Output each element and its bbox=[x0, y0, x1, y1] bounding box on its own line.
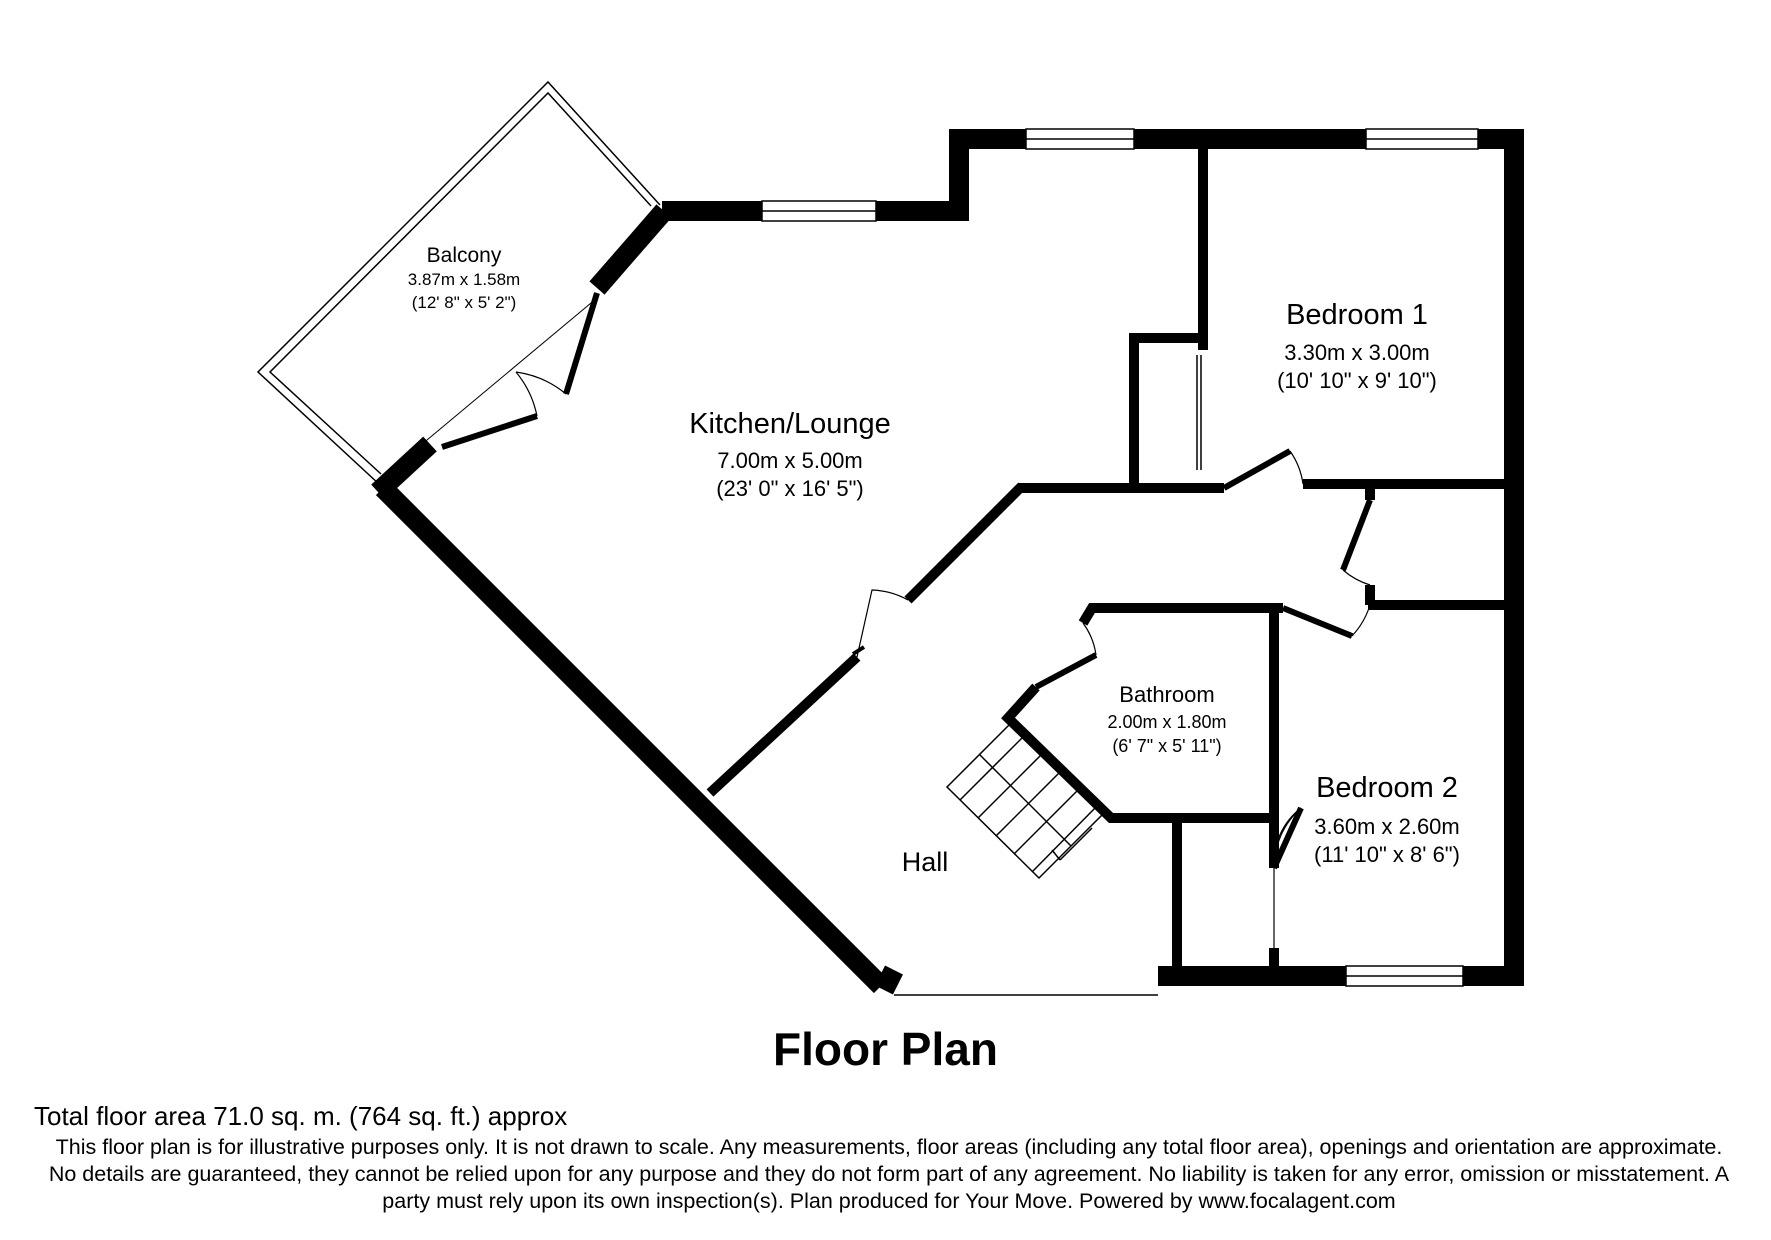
balcony-name: Balcony bbox=[427, 244, 502, 267]
staircase bbox=[945, 720, 1106, 880]
bathroom-name: Bathroom bbox=[1119, 682, 1214, 707]
kitchen-lounge-metric: 7.00m x 5.00m bbox=[717, 448, 863, 473]
bathroom-label: Bathroom 2.00m x 1.80m (6' 7" x 5' 11") bbox=[1107, 682, 1226, 756]
balcony-metric: 3.87m x 1.58m bbox=[408, 270, 520, 289]
kitchen-lounge-name: Kitchen/Lounge bbox=[689, 408, 891, 440]
kitchen-lounge-label: Kitchen/Lounge 7.00m x 5.00m (23' 0" x 1… bbox=[689, 408, 891, 501]
bathroom-metric: 2.00m x 1.80m bbox=[1107, 712, 1226, 732]
hall-name: Hall bbox=[902, 847, 949, 877]
bedroom1-metric: 3.30m x 3.00m bbox=[1284, 340, 1430, 365]
bedroom1-label: Bedroom 1 3.30m x 3.00m (10' 10" x 9' 10… bbox=[1277, 299, 1437, 393]
balcony-label: Balcony 3.87m x 1.58m (12' 8" x 5' 2") bbox=[408, 244, 520, 312]
balcony-imperial: (12' 8" x 5' 2") bbox=[412, 293, 517, 312]
bedroom2-imperial: (11' 10" x 8' 6") bbox=[1314, 842, 1460, 867]
bedroom2-label: Bedroom 2 3.60m x 2.60m (11' 10" x 8' 6"… bbox=[1314, 772, 1460, 867]
doors bbox=[441, 292, 1373, 948]
kitchen-lounge-imperial: (23' 0" x 16' 5") bbox=[716, 476, 864, 501]
plan-title: Floor Plan bbox=[773, 1023, 998, 1075]
balcony-threshold-line bbox=[420, 297, 598, 446]
sliding-door bbox=[1196, 355, 1202, 470]
windows bbox=[761, 128, 1479, 987]
bedroom1-name: Bedroom 1 bbox=[1286, 299, 1428, 331]
disclaimer-text: This floor plan is for illustrative purp… bbox=[48, 1135, 1730, 1213]
total-floor-area: Total floor area 71.0 sq. m. (764 sq. ft… bbox=[34, 1101, 568, 1131]
internal-walls bbox=[706, 149, 1520, 976]
bedroom2-name: Bedroom 2 bbox=[1316, 772, 1458, 804]
bathroom-imperial: (6' 7" x 5' 11") bbox=[1112, 736, 1221, 756]
bedroom1-imperial: (10' 10" x 9' 10") bbox=[1277, 368, 1437, 393]
balcony-outline bbox=[256, 80, 661, 486]
bedroom2-metric: 3.60m x 2.60m bbox=[1314, 814, 1460, 839]
external-walls bbox=[371, 129, 1524, 995]
hall-label: Hall bbox=[902, 847, 949, 877]
